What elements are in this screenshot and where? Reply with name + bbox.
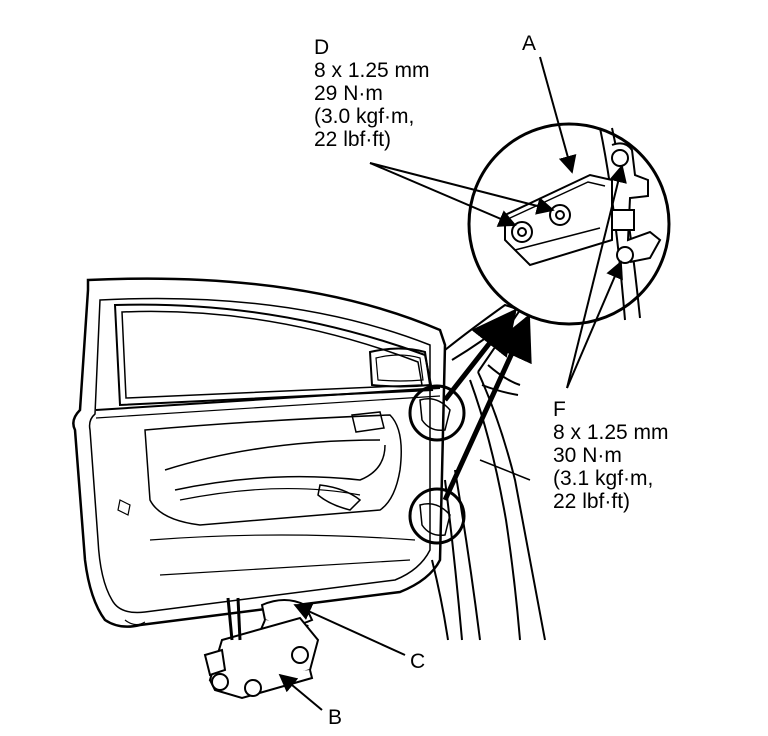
b-leader — [278, 673, 323, 711]
f-leader-2 — [566, 260, 623, 389]
callout-b: B — [328, 706, 343, 729]
spec-d-size: 8 x 1.25 mm — [314, 59, 430, 82]
spec-f-size: 8 x 1.25 mm — [553, 421, 669, 444]
d-leader-2 — [369, 162, 555, 215]
d-leader-1 — [369, 162, 517, 227]
f-leader-1 — [566, 164, 627, 389]
floor-jack — [203, 597, 320, 700]
callout-c: C — [410, 650, 426, 673]
spec-d-torque-nm: 29 N·m — [314, 82, 383, 105]
upper-hinge-circle — [408, 384, 466, 442]
c-leader — [293, 603, 406, 656]
callout-f: F — [553, 398, 566, 421]
lower-hinge-circle — [408, 487, 466, 545]
lower-hinge-arrow — [442, 313, 532, 502]
spec-f-torque-lbfft: 22 lbf·ft) — [553, 490, 631, 513]
spec-d: D 8 x 1.25 mm 29 N·m (3.0 kgf·m, 22 lbf·… — [314, 36, 430, 151]
car-body — [431, 303, 546, 641]
a-leader — [539, 56, 577, 174]
callout-a: A — [522, 32, 537, 55]
spec-f: F 8 x 1.25 mm 30 N·m (3.1 kgf·m, 22 lbf·… — [553, 398, 669, 513]
callout-d: D — [314, 36, 330, 59]
door-panel — [72, 277, 447, 628]
spec-d-torque-kgfm: (3.0 kgf·m, — [314, 105, 415, 128]
spec-d-torque-lbfft: 22 lbf·ft) — [314, 128, 392, 151]
spec-f-torque-kgfm: (3.1 kgf·m, — [553, 467, 654, 490]
spec-f-torque-nm: 30 N·m — [553, 444, 622, 467]
upper-hinge-arrow — [443, 308, 517, 402]
